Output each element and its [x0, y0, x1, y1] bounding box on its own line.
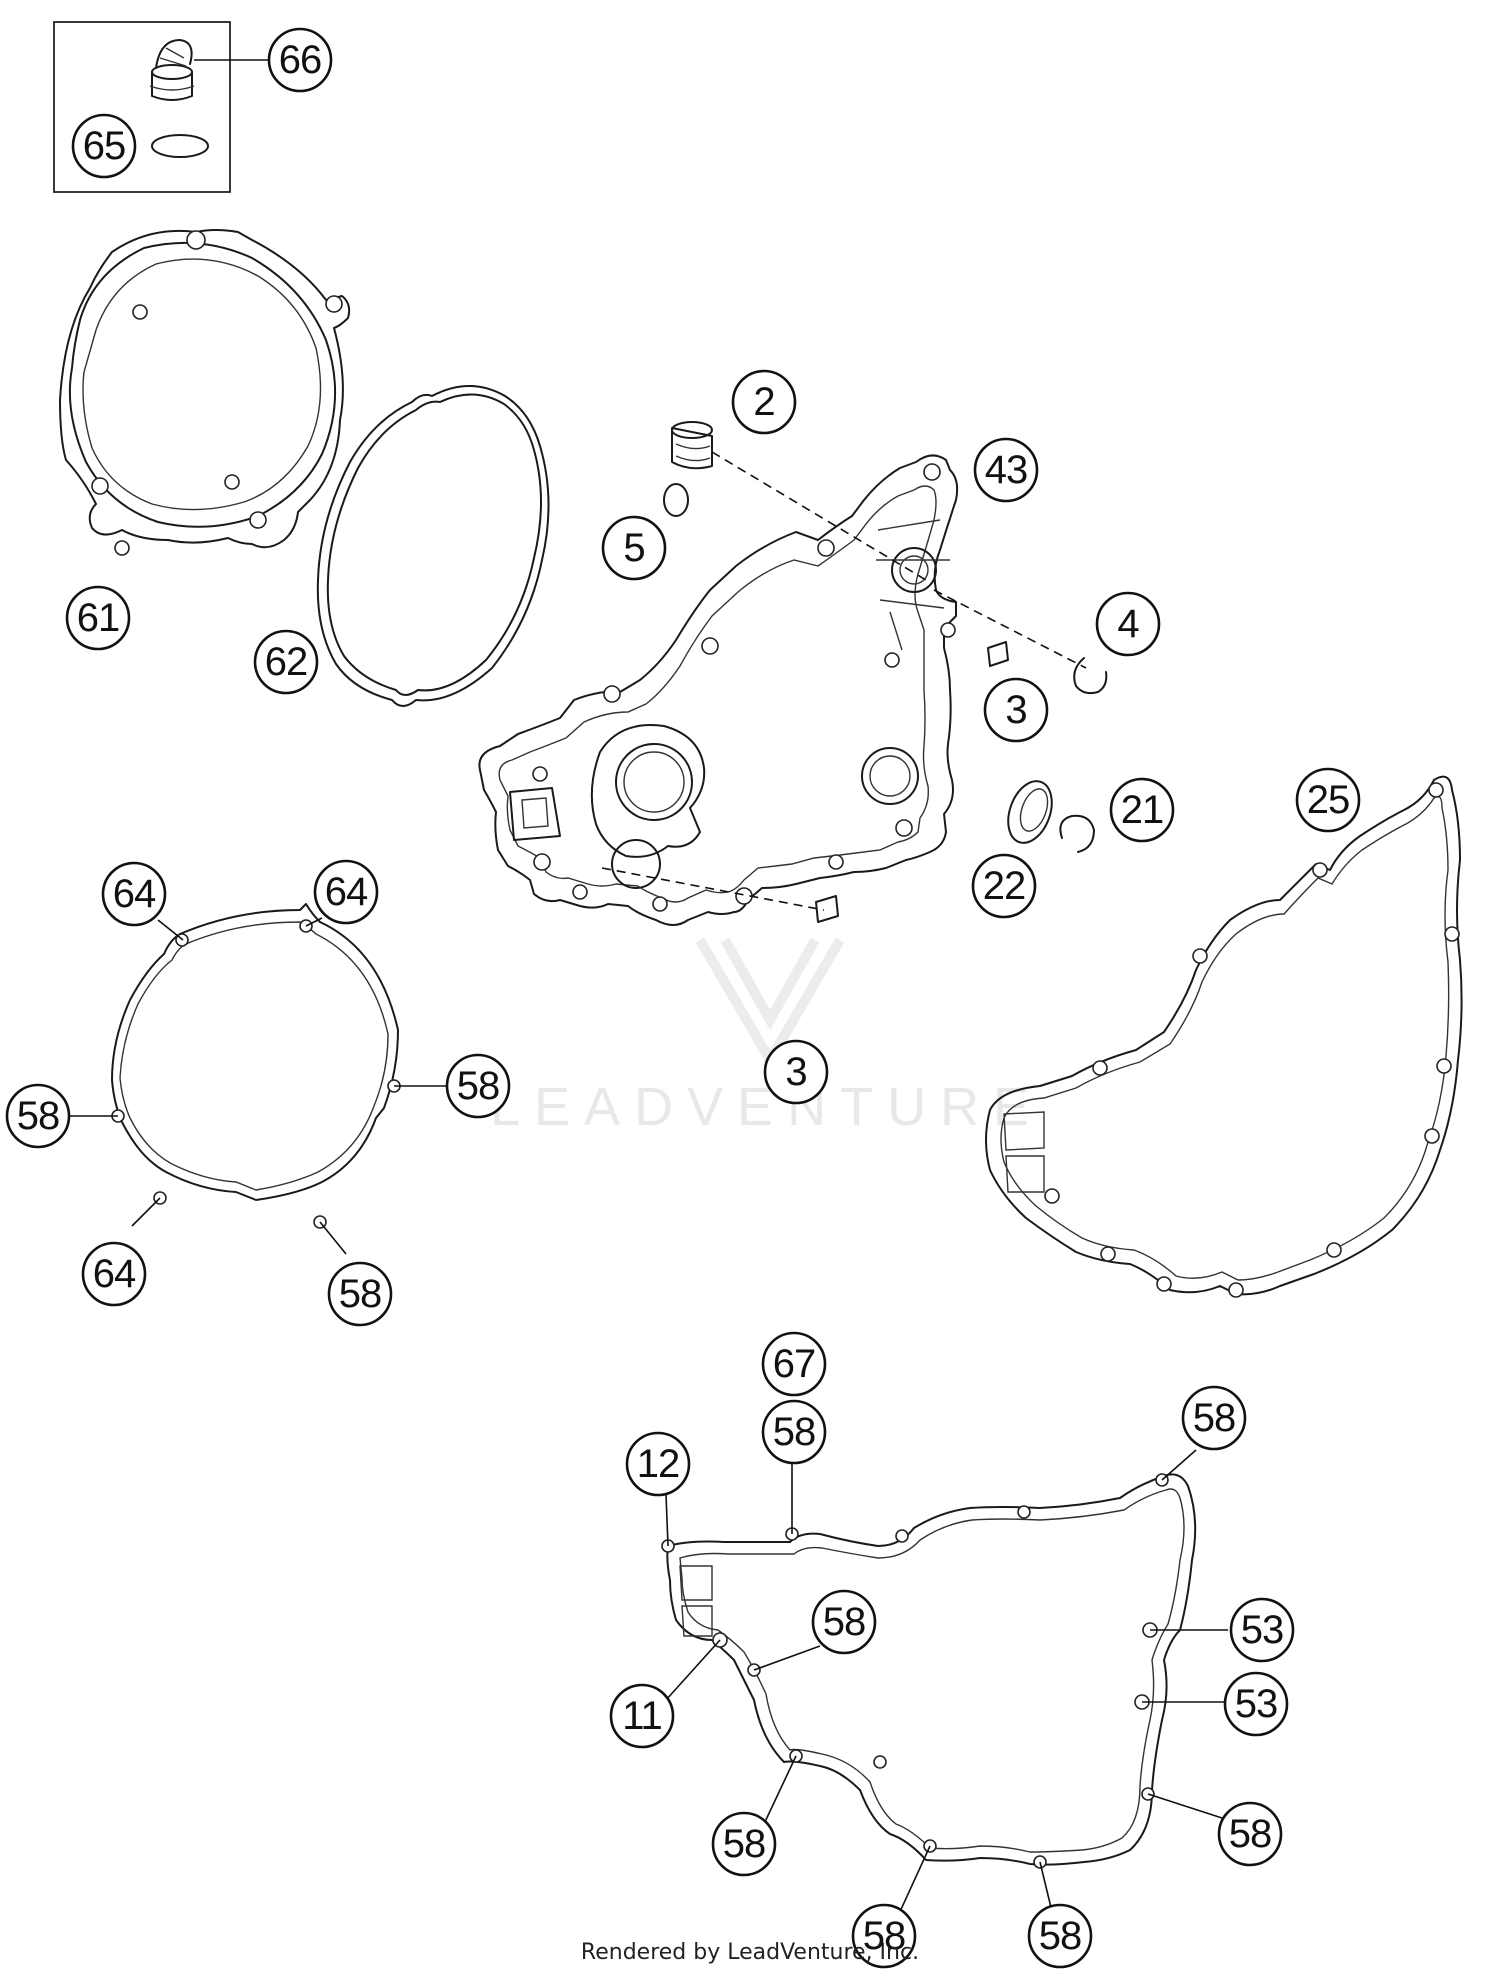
inset-box: [53, 21, 231, 193]
svg-text:21: 21: [1121, 788, 1164, 832]
svg-text:2: 2: [753, 380, 774, 424]
callout-66: 66: [267, 27, 333, 93]
svg-text:12: 12: [637, 1442, 680, 1486]
svg-text:53: 53: [1235, 1682, 1278, 1726]
callout-67: 67: [761, 1331, 827, 1397]
svg-text:67: 67: [773, 1342, 816, 1386]
callout-3a: 3: [983, 677, 1049, 743]
outer-cover-61: [59, 229, 351, 556]
callout-58e: 58: [1181, 1385, 1247, 1451]
svg-text:3: 3: [785, 1050, 806, 1094]
callout-58f: 58: [811, 1589, 877, 1655]
seal-22: [1007, 780, 1053, 844]
svg-text:22: 22: [983, 864, 1026, 908]
render-credit: Rendered by LeadVenture, Inc.: [580, 1940, 920, 1965]
callout-2: 2: [731, 369, 797, 435]
gasket-62: [316, 385, 550, 707]
callout-58a: 58: [445, 1053, 511, 1119]
svg-text:64: 64: [325, 870, 368, 914]
gasket-bottom: [666, 1473, 1197, 1866]
circlip-4: [1073, 657, 1108, 695]
oil-plug-66: [149, 39, 195, 101]
callout-12: 12: [625, 1431, 691, 1497]
callout-21: 21: [1109, 777, 1175, 843]
svg-text:61: 61: [77, 596, 120, 640]
watermark-logo: [695, 937, 845, 1070]
callout-58c: 58: [327, 1261, 393, 1327]
o-ring-65: [151, 134, 209, 158]
callout-3b: 3: [763, 1039, 829, 1105]
leader-lines: [66, 917, 1228, 1921]
svg-text:58: 58: [1039, 1914, 1082, 1958]
svg-text:64: 64: [113, 872, 156, 916]
svg-text:58: 58: [339, 1272, 382, 1316]
callout-58j: 58: [1027, 1903, 1093, 1969]
callout-58g: 58: [1217, 1801, 1283, 1867]
callout-25: 25: [1295, 767, 1361, 833]
dowel-3b: [815, 895, 839, 923]
o-ring-5: [663, 483, 689, 517]
callout-11: 11: [609, 1683, 675, 1749]
svg-text:58: 58: [863, 1914, 906, 1958]
svg-text:58: 58: [773, 1410, 816, 1454]
svg-text:11: 11: [622, 1694, 662, 1738]
svg-text:58: 58: [823, 1600, 866, 1644]
callout-5: 5: [601, 515, 667, 581]
gasket-round: [111, 903, 399, 1201]
callout-58h: 58: [711, 1811, 777, 1877]
callout-4: 4: [1095, 591, 1161, 657]
callout-62: 62: [253, 629, 319, 695]
dowel-3a: [987, 641, 1009, 667]
callout-64c: 64: [81, 1241, 147, 1307]
svg-text:58: 58: [1229, 1812, 1272, 1856]
watermark-text: LEADVENTURE: [490, 1077, 1043, 1137]
callout-53b: 53: [1223, 1671, 1289, 1737]
callout-43: 43: [973, 437, 1039, 503]
svg-text:66: 66: [279, 38, 322, 82]
callout-58i: 58: [851, 1903, 917, 1969]
callout-53a: 53: [1229, 1597, 1295, 1663]
svg-text:64: 64: [93, 1252, 136, 1296]
svg-text:43: 43: [985, 448, 1028, 492]
svg-text:58: 58: [723, 1822, 766, 1866]
inner-cover-43: [478, 454, 959, 926]
callout-61: 61: [65, 585, 131, 651]
circlip-21: [1059, 814, 1095, 853]
callout-58d: 58: [761, 1399, 827, 1465]
svg-text:58: 58: [457, 1064, 500, 1108]
callout-22: 22: [971, 853, 1037, 919]
svg-text:58: 58: [17, 1094, 60, 1138]
svg-text:53: 53: [1241, 1608, 1284, 1652]
svg-text:65: 65: [83, 124, 126, 168]
callout-64a: 64: [101, 861, 167, 927]
gasket-25: [985, 775, 1463, 1296]
svg-text:3: 3: [1005, 688, 1026, 732]
svg-text:62: 62: [265, 640, 308, 684]
svg-text:58: 58: [1193, 1396, 1236, 1440]
callout-58b: 58: [5, 1083, 71, 1149]
callout-65: 65: [71, 113, 137, 179]
plug-2: [671, 421, 713, 470]
svg-text:25: 25: [1307, 778, 1350, 822]
callout-64b: 64: [313, 859, 379, 925]
svg-text:4: 4: [1117, 602, 1139, 646]
svg-text:5: 5: [623, 526, 644, 570]
